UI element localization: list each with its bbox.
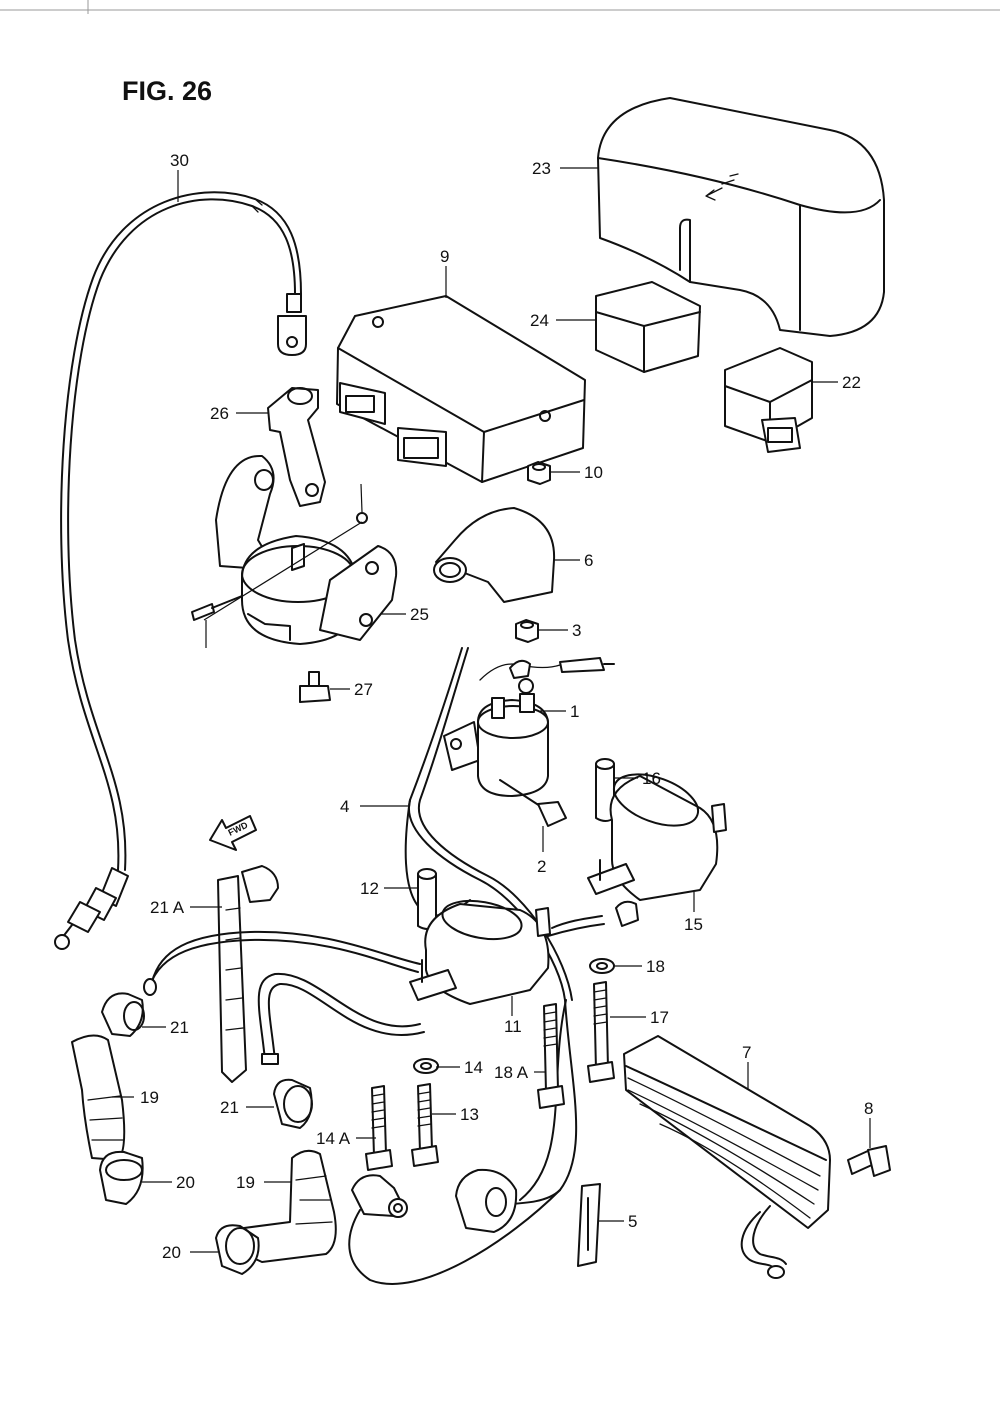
callout-11: 11	[504, 1017, 522, 1036]
fwd-arrow: FWD	[209, 815, 257, 851]
callout-8: 8	[864, 1099, 873, 1118]
part-20-cap-lower	[215, 1224, 260, 1275]
part-20-cap-left	[99, 1150, 144, 1205]
part-26-bracket	[267, 387, 326, 507]
part-19-plug-cap-lower	[235, 1149, 337, 1263]
callout-18A: 18 A	[494, 1063, 529, 1082]
callout-3: 3	[572, 621, 581, 640]
part-18a-bolt	[537, 1003, 565, 1109]
part-7-regulator	[623, 1035, 831, 1279]
callout-16: 16	[642, 769, 661, 788]
callout-2: 2	[537, 857, 546, 876]
part-21-cap-lower	[273, 1078, 313, 1129]
callout-4: 4	[340, 797, 349, 816]
part-24-relay	[595, 281, 701, 373]
part-14a-bolt	[365, 1085, 393, 1171]
callout-19-left: 19	[140, 1088, 159, 1107]
callout-14A: 14 A	[316, 1129, 351, 1148]
part-25-horn-assembly	[215, 454, 398, 645]
part-8-bolt	[847, 1145, 891, 1177]
part-10-nut	[527, 461, 551, 485]
leader-29-30	[203, 521, 363, 621]
callout-14: 14	[464, 1058, 483, 1077]
callout-22: 22	[842, 373, 861, 392]
callout-13: 13	[460, 1105, 479, 1124]
part-22-relay	[724, 347, 813, 453]
callout-7: 7	[742, 1043, 751, 1062]
part-18-washer	[589, 958, 615, 974]
callout-23: 23	[532, 159, 551, 178]
callout-15: 15	[684, 915, 703, 934]
callout-5: 5	[628, 1212, 637, 1231]
part-9-cdi-unit	[336, 295, 586, 483]
callout-labels: 30 23 9 24 22 26 10 6 25 3 27 1 16 4 2 1…	[140, 151, 873, 1262]
callout-10: 10	[584, 463, 603, 482]
callout-12: 12	[360, 879, 379, 898]
part-2-bolt	[499, 779, 567, 827]
part-28-cable	[54, 191, 307, 950]
part-11-ignition-coil	[409, 899, 551, 1005]
callout-21A: 21 A	[150, 898, 185, 917]
callout-28: 30	[170, 151, 189, 170]
callout-17: 17	[650, 1008, 669, 1027]
part-5-clamp	[577, 1183, 601, 1267]
callout-19-lower: 19	[236, 1173, 255, 1192]
part-1-starter-relay	[443, 678, 549, 797]
callout-27: 27	[354, 680, 373, 699]
callout-9: 9	[440, 247, 449, 266]
part-17-bolt	[587, 981, 615, 1083]
high-tension-leads	[143, 915, 605, 1065]
plug-cap-elbow	[351, 1174, 408, 1218]
callout-6: 6	[584, 551, 593, 570]
leader-lines	[112, 167, 871, 1253]
callout-18: 18	[646, 957, 665, 976]
leader-30	[360, 483, 363, 513]
callout-26: 26	[210, 404, 229, 423]
part-30-clip	[356, 512, 368, 524]
callout-20-lower: 20	[162, 1243, 181, 1262]
part-23-cover	[597, 97, 885, 337]
callout-24: 24	[530, 311, 549, 330]
part-21a-cable-tie	[217, 865, 279, 1083]
part-3-nut	[515, 619, 539, 643]
callout-21-lower: 21	[220, 1098, 239, 1117]
part-27-bolt	[299, 671, 331, 703]
callout-25: 25	[410, 605, 429, 624]
part-15-ignition-coil	[587, 773, 727, 927]
figure-title: FIG. 26	[122, 76, 212, 106]
part-6-boot-cap	[433, 507, 556, 603]
part-21-cap-upper	[101, 992, 145, 1037]
callout-20-upper: 20	[176, 1173, 195, 1192]
callout-1: 1	[570, 702, 579, 721]
callout-21-upper: 21	[170, 1018, 189, 1037]
part-19-plug-cap-left	[71, 1034, 126, 1161]
part-13-bolt	[411, 1083, 439, 1167]
plug-cap-round	[455, 1168, 518, 1233]
part-16-spacer	[595, 758, 615, 822]
part-14-washer	[413, 1058, 439, 1074]
